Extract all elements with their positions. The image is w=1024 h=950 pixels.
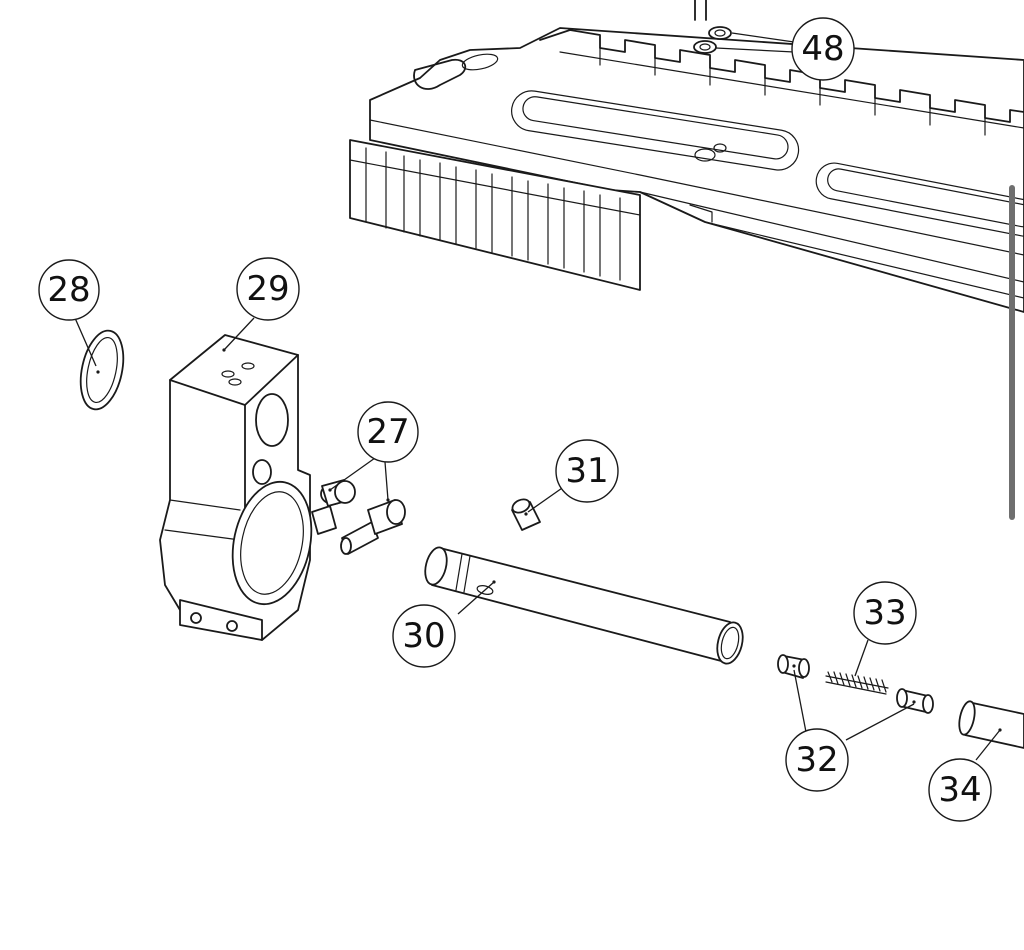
vertical-scrollbar[interactable] [1009,185,1015,520]
callout-34: 34 [928,758,992,822]
callout-31: 31 [555,439,619,503]
part-33-spring [825,671,889,695]
callout-34-label: 34 [938,770,981,810]
callout-28-label: 28 [47,270,90,310]
leader-lines [74,32,1001,761]
callout-48-label: 48 [801,29,844,69]
callout-30-label: 30 [402,616,445,656]
callout-48: 48 [791,17,855,81]
part-30-gas-tube [424,546,744,665]
part-27-screws [311,479,406,555]
part-31-pin [511,498,541,531]
callout-31-label: 31 [565,451,608,491]
part-28-oring [79,329,125,411]
callout-32: 32 [785,728,849,792]
callout-29: 29 [236,257,300,321]
part-32-plungers [777,654,934,714]
callout-30: 30 [392,604,456,668]
upper-receiver-rail [349,0,1024,313]
part-34-rod [958,700,1024,749]
callout-27-label: 27 [366,412,409,452]
callout-33: 33 [853,581,917,645]
callout-27: 27 [357,401,419,463]
callout-32-label: 32 [795,740,838,780]
part-29-gas-block [159,334,313,641]
callout-33-label: 33 [863,593,906,633]
callout-29-label: 29 [246,269,289,309]
callout-28: 28 [38,259,100,321]
